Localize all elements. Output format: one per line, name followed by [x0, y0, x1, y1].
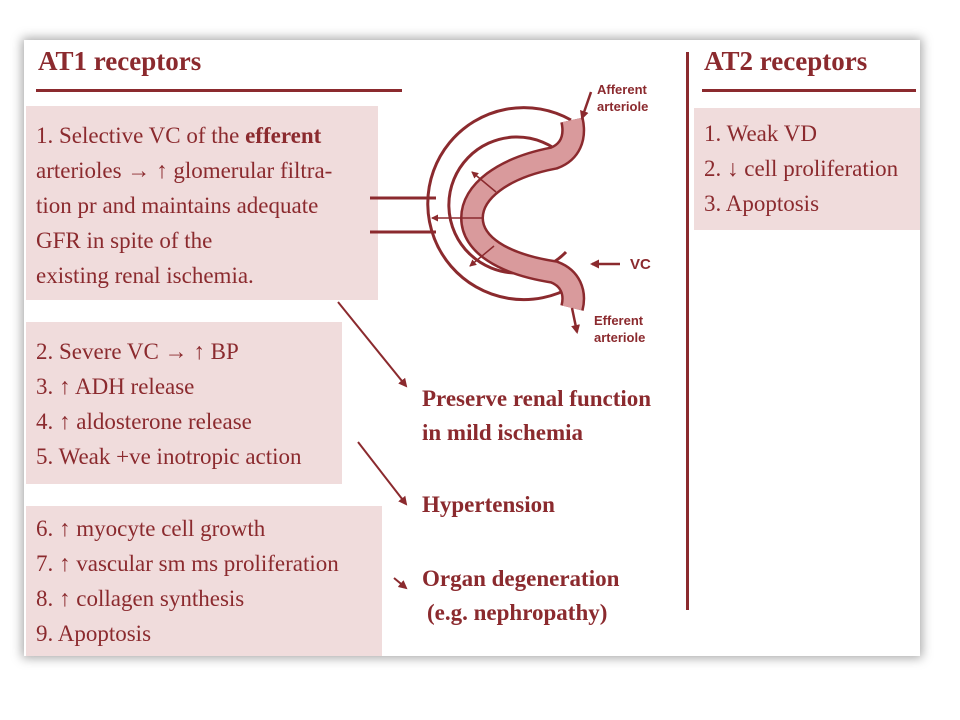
at1-item-1-line-1: 1. Selective VC of the efferent [36, 123, 322, 148]
arteriole-diagram [337, 91, 620, 590]
outcome-organ-degeneration: Organ degeneration (e.g. nephropathy) [422, 566, 620, 625]
at1-item-1-line-3: tion pr and maintains adequate [36, 193, 319, 218]
at1-box-3: 6. ↑ myocyte cell growth 7. ↑ vascular s… [26, 506, 382, 656]
at1-item-4: 4. ↑ aldosterone release [36, 409, 252, 434]
at2-box: 1. Weak VD 2. ↓ cell proliferation 3. Ap… [694, 108, 920, 230]
at1-box-2: 2. Severe VC → ↑ BP 3. ↑ ADH release 4. … [26, 322, 342, 484]
vc-label: VC [630, 256, 651, 273]
at2-item-3: 3. Apoptosis [704, 191, 820, 216]
at1-item-5: 5. Weak +ve inotropic action [36, 444, 302, 469]
arrow-to-organ-degeneration [393, 577, 408, 590]
arrow-to-hypertension [357, 441, 408, 506]
at1-item-6: 6. ↑ myocyte cell growth [36, 516, 266, 541]
at1-item-8: 8. ↑ collagen synthesis [36, 586, 245, 611]
afferent-arrow [580, 91, 593, 120]
at2-item-1: 1. Weak VD [704, 121, 817, 146]
at1-heading-rule [36, 89, 402, 92]
at1-heading: AT1 receptors [38, 46, 202, 76]
glomerular-vessel [459, 117, 586, 311]
at1-item-1-line-5: existing renal ischemia. [36, 263, 254, 288]
at1-item-1-line-4: GFR in spite of the [36, 228, 213, 253]
filtration-arrows [431, 171, 497, 267]
at1-box-1: 1. Selective VC of the efferent arteriol… [26, 106, 378, 300]
slide: AT1 receptors 1. Selective VC of the eff… [24, 40, 920, 656]
at2-heading-rule [702, 89, 916, 92]
efferent-arteriole-label: Efferent arteriole [594, 313, 646, 345]
arrow-to-renal-function [337, 301, 408, 388]
column-separator [686, 52, 689, 610]
afferent-arteriole-label: Afferent arteriole [597, 82, 649, 114]
at1-item-1-line-2: arterioles → ↑ glomerular filtra- [36, 158, 333, 183]
at1-item-2: 2. Severe VC → ↑ BP [36, 339, 239, 364]
at2-heading: AT2 receptors [704, 46, 868, 76]
at1-item-7: 7. ↑ vascular sm ms proliferation [36, 551, 339, 576]
at2-item-2: 2. ↓ cell proliferation [704, 156, 899, 181]
efferent-arrow [570, 307, 580, 334]
at1-item-3: 3. ↑ ADH release [36, 374, 195, 399]
outcome-preserve-renal-function: Preserve renal function in mild ischemia [422, 386, 652, 445]
outcome-hypertension: Hypertension [422, 492, 555, 517]
at1-item-9: 9. Apoptosis [36, 621, 152, 646]
